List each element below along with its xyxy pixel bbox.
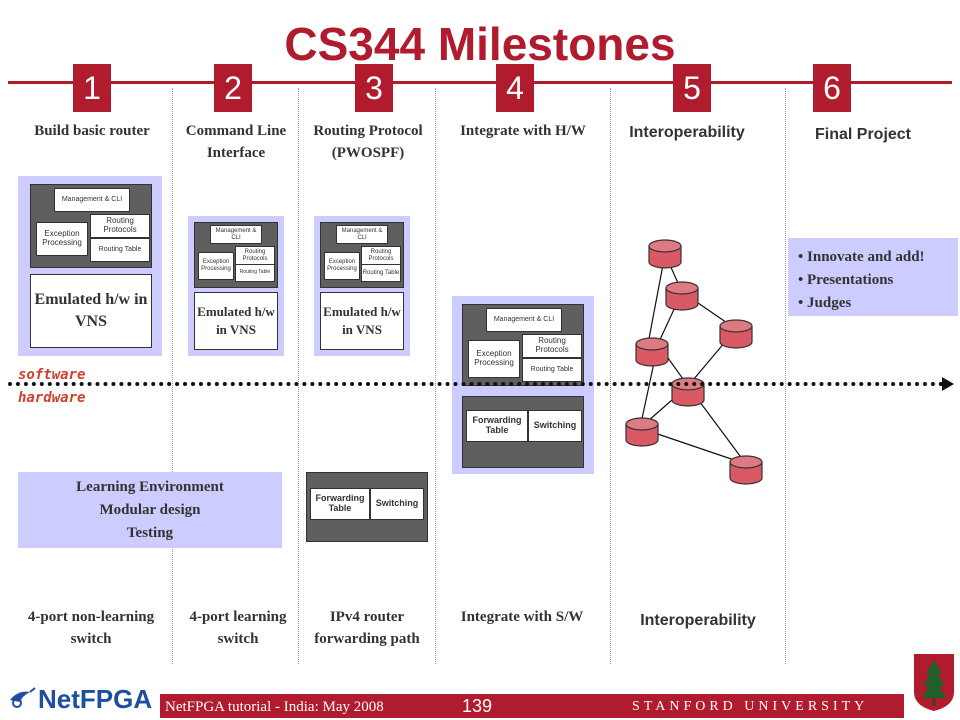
emulated-hw-box: Emulated h/w in VNS — [320, 292, 404, 350]
netfpga-logo: NetFPGA — [38, 684, 153, 714]
title-rule — [8, 81, 952, 84]
milestone-bottom-label-4: Integrate with S/W — [460, 609, 584, 625]
milestone-top-label-3: Routing Protocol (PWOSPF) — [313, 123, 423, 161]
final-project-bullets: • Innovate and add! • Presentations • Ju… — [788, 238, 958, 316]
learning-environment-box: Learning Environment Modular design Test… — [18, 472, 282, 548]
milestone-bottom-label-2: 4-port learning switch — [189, 609, 287, 647]
bullet-item: • Judges — [798, 295, 852, 311]
learning-line: Testing — [126, 525, 174, 541]
exception-processing-box: Exception Processing — [198, 252, 234, 280]
forwarding-table-box: Forwarding Table — [310, 488, 370, 520]
milestone-top-label-1: Build basic router — [34, 123, 150, 139]
milestone-bottom-label-3: IPv4 router forwarding path — [314, 609, 420, 647]
router-icon — [729, 455, 763, 485]
router-icon — [635, 337, 669, 367]
exception-processing-box: Exception Processing — [36, 222, 88, 256]
milestone-number-4: 4 — [496, 64, 534, 112]
router-icon — [719, 319, 753, 349]
column-divider — [298, 88, 299, 664]
stanford-university-text: STANFORD UNIVERSITY — [632, 699, 869, 714]
bullet-item: • Innovate and add! — [798, 249, 925, 265]
arrow-right-icon — [942, 377, 954, 391]
milestone-top-label-6: Final Project — [814, 126, 912, 143]
routing-table-box: Routing Table — [235, 264, 275, 282]
management-cli-box: Management & CLI — [54, 188, 130, 212]
netfpga-logo-icon — [10, 687, 36, 708]
bullet-item: • Presentations — [798, 272, 894, 288]
footer-tutorial-text: NetFPGA tutorial - India: May 2008 — [165, 699, 384, 715]
router-icon — [648, 239, 682, 269]
software-hardware-divider — [8, 382, 944, 386]
emulated-hw-box: Emulated h/w in VNS — [30, 274, 152, 348]
stanford-logo-icon — [914, 654, 954, 711]
switching-box: Switching — [528, 410, 582, 442]
switching-box: Switching — [370, 488, 424, 520]
router-network-diagram — [625, 239, 763, 485]
software-label: software — [18, 367, 86, 383]
page-title: CS344 Milestones — [284, 18, 676, 70]
milestone-top-label-4: Integrate with H/W — [460, 123, 586, 139]
milestone-top-label-2: Command Line Interface — [185, 123, 287, 161]
learning-line: Learning Environment — [76, 479, 224, 495]
column-divider — [172, 88, 173, 664]
column-divider — [785, 88, 786, 664]
milestone-number-2: 2 — [214, 64, 252, 112]
management-cli-box: Management & CLI — [336, 225, 388, 244]
exception-processing-box: Exception Processing — [324, 252, 360, 280]
router-icon — [625, 417, 659, 447]
routing-protocols-box: Routing Protocols — [90, 214, 150, 238]
milestone-bottom-label-5: Interoperability — [640, 612, 756, 629]
management-cli-box: Management & CLI — [486, 308, 562, 332]
exception-processing-box: Exception Processing — [468, 340, 520, 378]
routing-table-box: Routing Table — [522, 358, 582, 382]
milestone-number-5: 5 — [673, 64, 711, 112]
routing-table-box: Routing Table — [361, 264, 401, 282]
milestone-number-1: 1 — [73, 64, 111, 112]
hardware-label: hardware — [18, 390, 86, 406]
forwarding-table-box: Forwarding Table — [466, 410, 528, 442]
management-cli-box: Management & CLI — [210, 225, 262, 244]
milestone-bottom-label-1: 4-port non-learning switch — [27, 609, 155, 647]
column-divider — [435, 88, 436, 664]
routing-protocols-box: Routing Protocols — [235, 246, 275, 265]
footer-bar — [160, 694, 904, 718]
router-icon — [665, 281, 699, 311]
column-divider — [610, 88, 611, 664]
milestone-top-label-5: Interoperability — [629, 124, 745, 141]
milestone-number-6: 6 — [813, 64, 851, 112]
milestone-number-3: 3 — [355, 64, 393, 112]
learning-line: Modular design — [99, 502, 201, 518]
page-number: 139 — [462, 696, 493, 716]
routing-protocols-box: Routing Protocols — [361, 246, 401, 265]
routing-protocols-box: Routing Protocols — [522, 334, 582, 358]
emulated-hw-box: Emulated h/w in VNS — [194, 292, 278, 350]
routing-table-box: Routing Table — [90, 238, 150, 262]
